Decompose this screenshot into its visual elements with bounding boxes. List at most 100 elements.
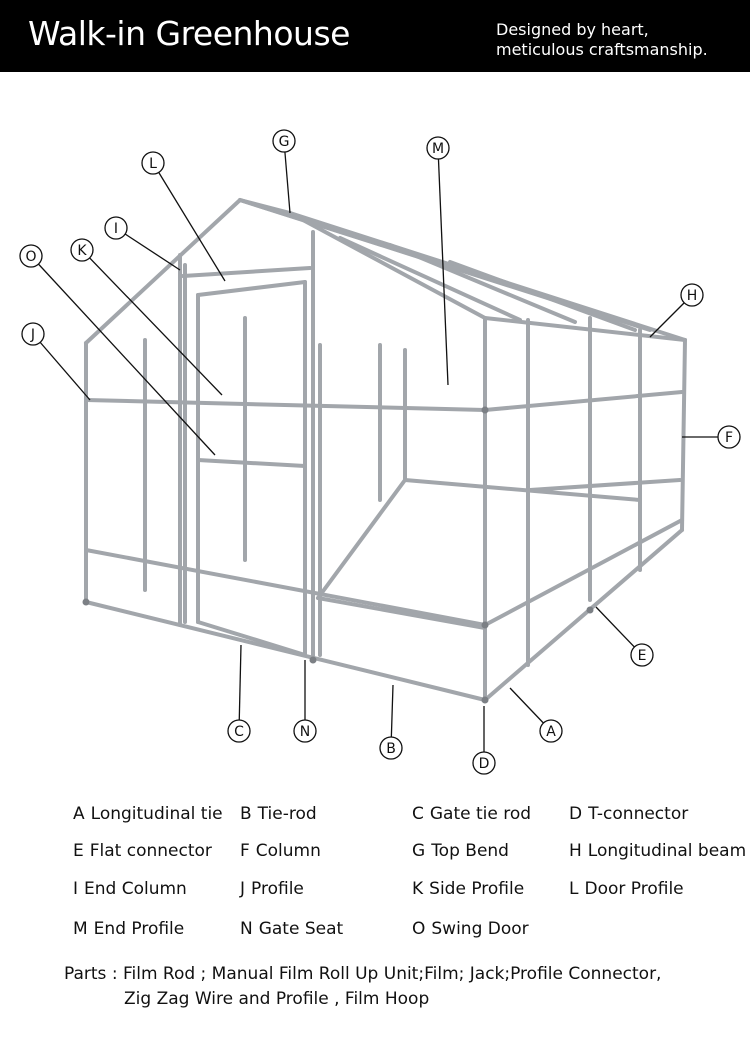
callout-j: J	[21, 322, 45, 346]
frame-tube	[483, 316, 687, 342]
frame-tube	[181, 266, 312, 278]
legend-letter: H	[569, 841, 582, 861]
callout-letter: E	[638, 648, 647, 664]
callout-k: K	[70, 238, 94, 262]
callout-letter: C	[234, 724, 244, 740]
callout-d: D	[472, 751, 496, 775]
legend-label: Column	[255, 841, 321, 861]
callout-f: F	[717, 425, 741, 449]
frame-tube	[483, 528, 684, 702]
frame-tube	[84, 548, 487, 627]
leader-line-m	[437, 147, 449, 386]
legend-label: Top Bend	[431, 841, 509, 861]
callout-letter: N	[300, 724, 310, 740]
legend-label: Profile	[251, 879, 304, 899]
legend-label: End Profile	[93, 919, 185, 939]
legend-label: Longitudinal beam	[587, 841, 747, 861]
frame-tube	[196, 280, 307, 297]
connector-joint	[309, 656, 317, 664]
frame-tube	[338, 236, 522, 322]
legend-letter: J	[240, 879, 246, 899]
legend-letter: D	[569, 804, 583, 824]
legend-letter: K	[412, 879, 424, 899]
callout-i: I	[104, 216, 128, 240]
legend-letter: F	[240, 841, 250, 861]
tagline: Designed by heart, meticulous craftsmans…	[496, 20, 708, 60]
frame-tube	[448, 260, 637, 332]
header-bar: Walk-in Greenhouse Designed by heart, me…	[0, 0, 750, 72]
legend-label: End Column	[84, 879, 187, 899]
frame-tube	[680, 338, 687, 532]
frame-tube	[388, 243, 577, 324]
legend-label: Gate tie rod	[429, 804, 532, 824]
callout-letter: B	[386, 741, 396, 757]
connector-joint	[481, 406, 489, 414]
callout-letter: G	[279, 134, 290, 150]
frame-tube	[196, 620, 307, 657]
callout-n: N	[293, 719, 317, 743]
parts-line-2: Zig Zag Wire and Profile , Film Hoop	[124, 989, 430, 1009]
connector-joint	[481, 621, 489, 629]
legend-label: Longitudinal tie	[90, 804, 223, 824]
callout-o: O	[19, 244, 43, 268]
leader-line-i	[115, 227, 181, 271]
leader-line-j	[32, 333, 91, 401]
parts-line-1: Parts : Film Rod ; Manual Film Roll Up U…	[64, 964, 662, 984]
legend-letter: O	[412, 919, 426, 939]
parts-list: Parts : Film Rod ; Manual Film Roll Up U…	[64, 962, 744, 1012]
legend-letter: I	[73, 879, 79, 899]
callout-m: M	[426, 136, 450, 160]
callout-letter: H	[687, 288, 698, 304]
frame-tube	[528, 478, 682, 492]
connector-joint	[82, 598, 90, 606]
legend-letter: E	[73, 841, 84, 861]
callout-h: H	[680, 283, 704, 307]
leader-line-l	[152, 162, 226, 282]
legend-letter: N	[240, 919, 253, 939]
connector-joint	[481, 696, 489, 704]
frame-tube	[316, 596, 487, 630]
callout-letter: J	[30, 327, 35, 343]
frame-tube	[483, 390, 684, 412]
leader-line-o	[30, 255, 216, 456]
legend-letter: M	[73, 919, 88, 939]
callout-letter: L	[149, 156, 157, 172]
leader-line-k	[81, 249, 223, 396]
leader-line-g	[283, 140, 291, 214]
legend-label: T-connector	[588, 804, 689, 824]
legend-letter: B	[240, 804, 252, 824]
legend-letter: G	[412, 841, 426, 861]
frame-tube	[196, 458, 307, 468]
callout-letter: A	[546, 724, 556, 740]
connector-joint	[586, 606, 594, 614]
callout-letter: F	[725, 430, 733, 446]
callout-b: B	[379, 736, 403, 760]
frame-tube	[403, 478, 642, 502]
tagline-line-1: Designed by heart,	[496, 20, 649, 39]
tagline-line-2: meticulous craftsmanship.	[496, 40, 708, 59]
greenhouse-frame-diagram: A B C D E F G H I J K L M N O	[19, 129, 741, 775]
callout-letter: O	[25, 249, 36, 265]
legend-letter: A	[73, 804, 85, 824]
legend-label: Door Profile	[584, 879, 684, 899]
legend-label: Tie-rod	[257, 804, 317, 824]
callout-g: G	[272, 129, 296, 153]
legend-label: Swing Door	[431, 919, 529, 939]
legend-label: Gate Seat	[258, 919, 344, 939]
frame-tube	[316, 478, 407, 600]
frame-tube	[84, 398, 487, 412]
